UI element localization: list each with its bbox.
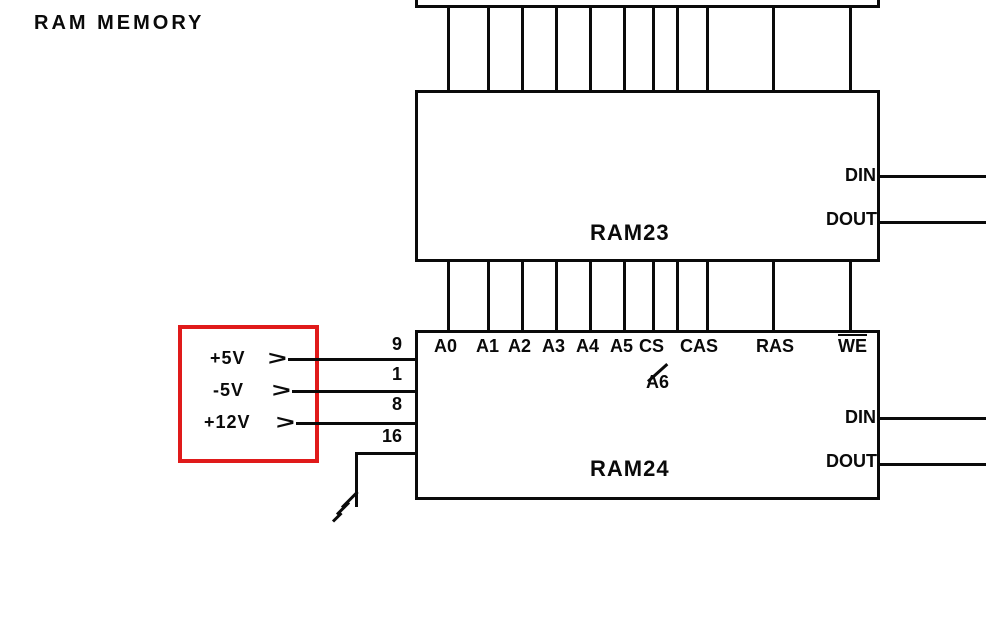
bus-wire xyxy=(849,260,852,332)
bus-wire xyxy=(676,260,679,332)
pin-number-9: 9 xyxy=(391,334,402,354)
ground-symbol xyxy=(331,511,343,523)
pin-label-ras: RAS xyxy=(756,336,795,356)
pin-number-1: 1 xyxy=(391,364,402,384)
ground-wire xyxy=(357,452,415,455)
power-wire-plus5v xyxy=(288,358,415,361)
power-wire-minus5v xyxy=(292,390,415,393)
bus-wire xyxy=(772,260,775,332)
ram24-din-pin-label: DIN xyxy=(845,407,876,427)
connector-arrow-icon: > xyxy=(268,348,287,370)
pin-label-a0: A0 xyxy=(434,336,458,356)
pin-number-16: 16 xyxy=(381,426,402,446)
bus-wire xyxy=(487,260,490,332)
pin-label-we: WE xyxy=(838,336,867,356)
ram24-din-wire xyxy=(878,417,986,420)
ram23-din-wire xyxy=(878,175,986,178)
chip-label-ram24: RAM24 xyxy=(590,456,670,481)
bus-wire xyxy=(589,8,592,92)
bus-wire xyxy=(623,8,626,92)
bus-wire xyxy=(555,260,558,332)
bus-wire xyxy=(676,8,679,92)
pin-label-a5: A5 xyxy=(610,336,634,356)
pin-label-cs: CS xyxy=(639,336,665,356)
pin-label-a3: A3 xyxy=(542,336,566,356)
power-wire-plus12v xyxy=(296,422,415,425)
bus-wire xyxy=(521,8,524,92)
connector-arrow-icon: > xyxy=(276,412,295,434)
bus-wire xyxy=(706,8,709,92)
diagram-title: RAM MEMORY xyxy=(34,12,205,34)
bus-wire xyxy=(652,260,655,332)
bus-wire xyxy=(706,260,709,332)
bus-wire xyxy=(623,260,626,332)
pin-label-a6: A6 xyxy=(646,372,670,392)
bus-wire xyxy=(487,8,490,92)
connector-arrow-icon: > xyxy=(272,380,291,402)
pin-label-cas: CAS xyxy=(680,336,719,356)
bus-wire xyxy=(652,8,655,92)
chip-label-ram23: RAM23 xyxy=(590,220,670,245)
bus-wire xyxy=(772,8,775,92)
ground-drop-wire xyxy=(355,452,358,507)
pin-label-a1: A1 xyxy=(476,336,500,356)
ram23-dout-pin-label: DOUT xyxy=(826,209,877,229)
ram23-dout-wire xyxy=(878,221,986,224)
bus-wire xyxy=(447,260,450,332)
bus-wire xyxy=(521,260,524,332)
power-label-plus5v: +5V xyxy=(210,348,246,368)
ram24-dout-pin-label: DOUT xyxy=(826,451,877,471)
bus-wire xyxy=(447,8,450,92)
pin-number-8: 8 xyxy=(391,394,402,414)
power-label-minus5v: -5V xyxy=(213,380,245,400)
chip-box-top-partial xyxy=(415,0,880,8)
bus-wire xyxy=(849,8,852,92)
power-label-plus12v: +12V xyxy=(204,412,251,432)
highlight-box xyxy=(178,325,319,463)
chip-box-ram24 xyxy=(415,330,880,500)
pin-label-a4: A4 xyxy=(576,336,600,356)
bus-wire xyxy=(555,8,558,92)
pin-label-a2: A2 xyxy=(508,336,532,356)
ram24-dout-wire xyxy=(878,463,986,466)
bus-wire xyxy=(589,260,592,332)
ram23-din-pin-label: DIN xyxy=(845,165,876,185)
